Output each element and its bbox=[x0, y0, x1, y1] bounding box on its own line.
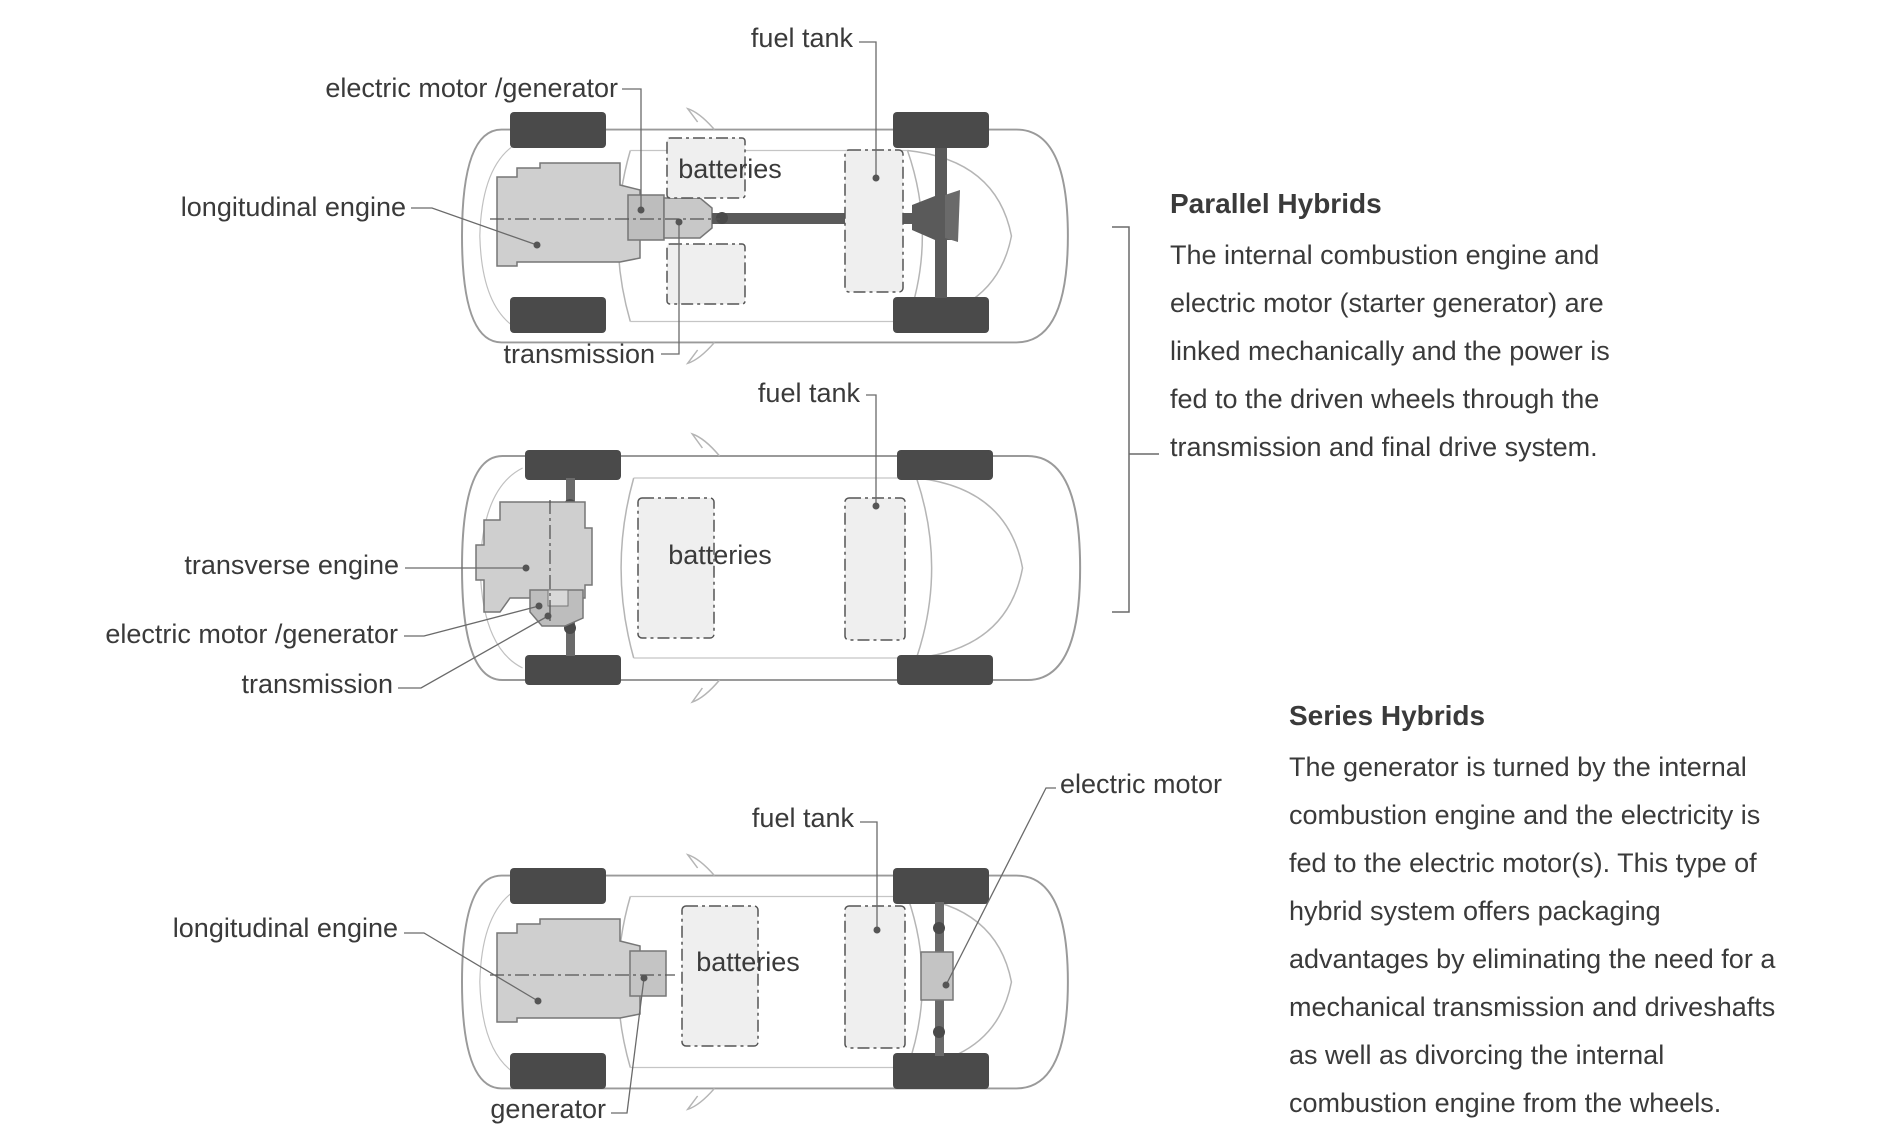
car3-electric-motor-label: electric motor bbox=[1060, 768, 1222, 800]
series-line: combustion engine from the wheels. bbox=[1289, 1079, 1775, 1127]
parallel-description: The internal combustion engine and elect… bbox=[1170, 231, 1610, 471]
car3-tire-rl bbox=[893, 868, 989, 904]
car1-motor-generator-label: electric motor /generator bbox=[200, 72, 618, 104]
car3-tire-fr bbox=[510, 1053, 606, 1089]
car1-fuel-tank-label: fuel tank bbox=[640, 22, 853, 54]
series-line: as well as divorcing the internal bbox=[1289, 1031, 1775, 1079]
car2-transmission-label: transmission bbox=[160, 668, 393, 700]
parallel-line: transmission and final drive system. bbox=[1170, 423, 1610, 471]
car1-motor-generator bbox=[628, 195, 664, 240]
car1-engine-label: longitudinal engine bbox=[90, 191, 406, 223]
car1-tire-fr bbox=[510, 297, 606, 333]
car2-tire-fl bbox=[525, 450, 621, 480]
car3-generator-label: generator bbox=[420, 1093, 606, 1125]
car2-engine-label: transverse engine bbox=[100, 549, 399, 581]
car1-tire-fl bbox=[510, 112, 606, 148]
car1-batteries-label: batteries bbox=[660, 153, 800, 185]
car3-generator bbox=[630, 951, 666, 996]
car3-fuel-tank-label: fuel tank bbox=[640, 802, 854, 834]
car2-fuel-tank-label: fuel tank bbox=[650, 377, 860, 409]
car2-tire-rl bbox=[897, 450, 993, 480]
car2-fuel-tank bbox=[845, 498, 905, 640]
series-line: advantages by eliminating the need for a bbox=[1289, 935, 1775, 983]
car3-batteries-label: batteries bbox=[678, 946, 818, 978]
series-line: combustion engine and the electricity is bbox=[1289, 791, 1775, 839]
parallel-line: linked mechanically and the power is bbox=[1170, 327, 1610, 375]
car3-electric-motor bbox=[921, 952, 953, 1000]
parallel-line: The internal combustion engine and bbox=[1170, 231, 1610, 279]
parallel-line: electric motor (starter generator) are bbox=[1170, 279, 1610, 327]
series-line: The generator is turned by the internal bbox=[1289, 743, 1775, 791]
series-line: fed to the electric motor(s). This type … bbox=[1289, 839, 1775, 887]
parallel-line: fed to the driven wheels through the bbox=[1170, 375, 1610, 423]
car1-tire-rr bbox=[893, 297, 989, 333]
car3-tire-rr bbox=[893, 1053, 989, 1089]
car2-motor-generator-label: electric motor /generator bbox=[40, 618, 398, 650]
parallel-bracket bbox=[1112, 227, 1129, 612]
car1-tire-rl bbox=[893, 112, 989, 148]
car2-tire-fr bbox=[525, 655, 621, 685]
car2-tire-rr bbox=[897, 655, 993, 685]
car3-engine-shape bbox=[497, 919, 640, 1022]
series-title: Series Hybrids bbox=[1289, 700, 1485, 732]
car1-transmission-shape bbox=[664, 198, 712, 238]
parallel-title: Parallel Hybrids bbox=[1170, 188, 1382, 220]
series-description: The generator is turned by the internal … bbox=[1289, 743, 1775, 1127]
car1-fuel-tank bbox=[845, 150, 903, 292]
car1-transmission-label: transmission bbox=[440, 338, 655, 370]
car3-tire-fl bbox=[510, 868, 606, 904]
car1-engine-shape bbox=[497, 163, 640, 266]
series-line: mechanical transmission and driveshafts bbox=[1289, 983, 1775, 1031]
car3-engine-label: longitudinal engine bbox=[80, 912, 398, 944]
series-line: hybrid system offers packaging bbox=[1289, 887, 1775, 935]
car2-batteries-label: batteries bbox=[650, 539, 790, 571]
